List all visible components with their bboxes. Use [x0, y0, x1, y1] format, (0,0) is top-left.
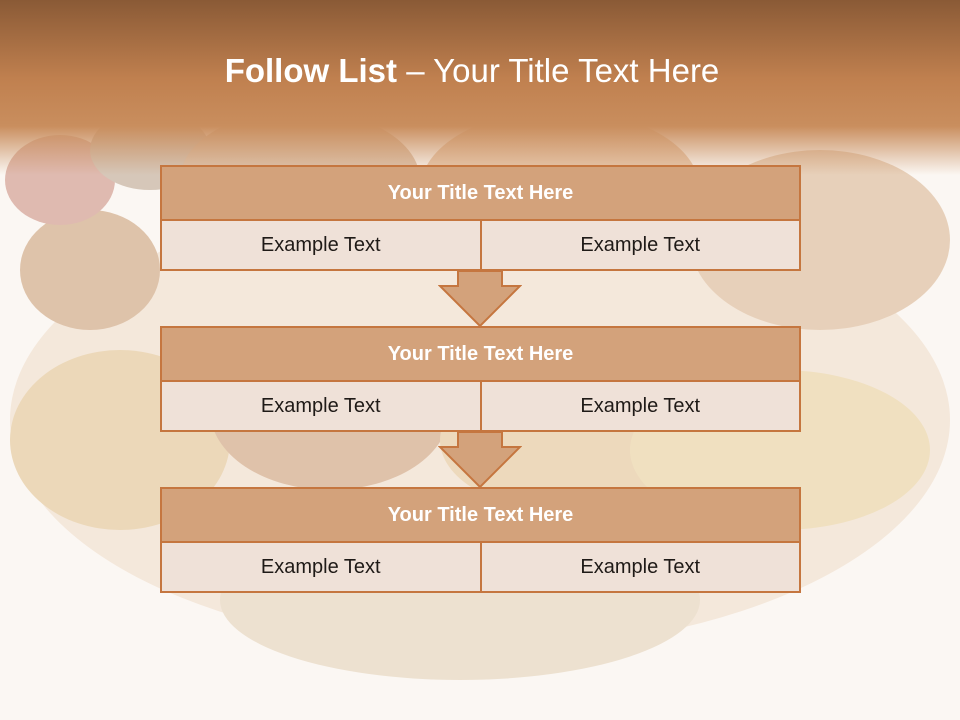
stage-2-right-text: Example Text — [479, 382, 800, 430]
stage-3-title: Your Title Text Here — [160, 487, 801, 543]
stage-1-left-text: Example Text — [260, 233, 381, 256]
header-band — [0, 0, 960, 175]
stage-2-left-text: Example Text — [260, 394, 381, 417]
stage-3-row: Example Text Example Text — [160, 543, 801, 593]
stage-1-title: Your Title Text Here — [160, 165, 801, 221]
stage-1-right-text: Example Text — [479, 221, 800, 269]
title-bold: Follow List — [224, 52, 398, 89]
title-rest: – Your Title Text Here — [397, 52, 720, 89]
down-arrow-icon — [438, 431, 522, 489]
stage-3: Your Title Text Here Example Text Exampl… — [160, 487, 801, 593]
down-arrow-icon — [438, 270, 522, 328]
stage-1-row: Example Text Example Text — [160, 221, 801, 271]
stage-1: Your Title Text Here Example Text Exampl… — [160, 165, 801, 271]
stage-2-title: Your Title Text Here — [160, 326, 801, 382]
stage-3-left-text: Example Text — [260, 555, 381, 578]
slide-title: Follow List – Your Title Text Here — [0, 52, 944, 90]
stage-2: Your Title Text Here Example Text Exampl… — [160, 326, 801, 432]
stage-2-row: Example Text Example Text — [160, 382, 801, 432]
stage-3-right-text: Example Text — [479, 543, 800, 591]
